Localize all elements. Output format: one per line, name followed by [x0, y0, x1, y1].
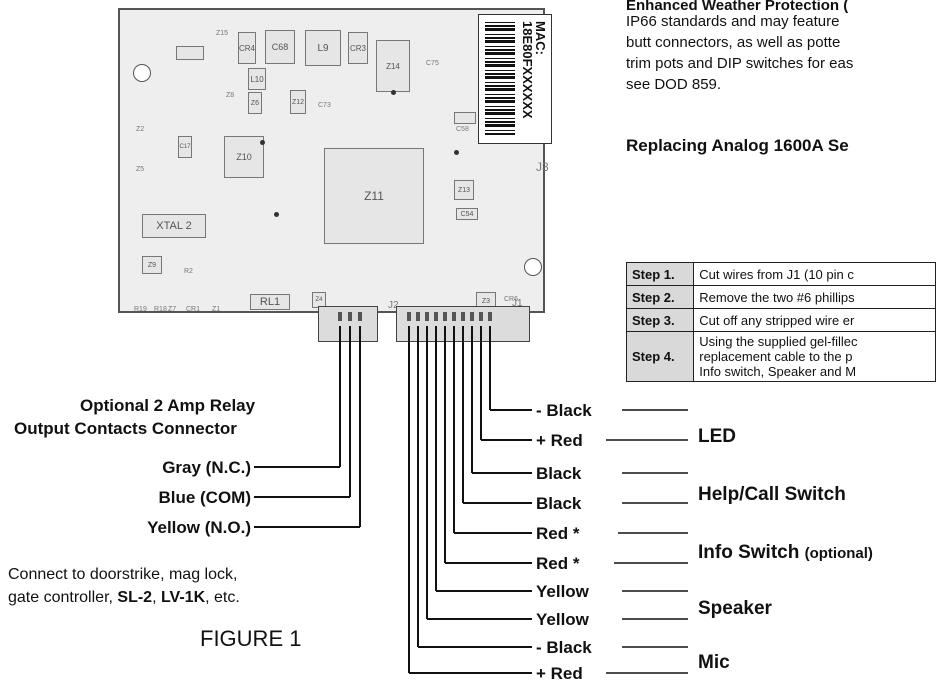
component-label: Z1 — [212, 306, 221, 313]
table-row: Step 4. Using the supplied gel-fillec re… — [625, 331, 936, 382]
mount-hole — [133, 64, 151, 82]
steps-table: Step 1. Cut wires from J1 (10 pin c Step… — [625, 262, 936, 382]
component — [176, 46, 204, 60]
para-line-3: trim pots and DIP switches for eas — [626, 55, 854, 72]
step-desc-line: Using the supplied gel-fillec — [699, 334, 858, 349]
j2-pin — [338, 312, 342, 321]
group-label-led: LED — [698, 426, 736, 447]
figure-label: FIGURE 1 — [200, 626, 302, 651]
component: Z11 — [324, 148, 424, 244]
group-label-help-call: Help/Call Switch — [698, 484, 846, 505]
section-title: Replacing Analog 1600A Se — [626, 136, 849, 155]
component: C17 — [178, 136, 192, 158]
j1-wire-label: Black — [536, 494, 582, 513]
j1-pin — [470, 312, 474, 321]
para-line-1: IP66 standards and may feature — [626, 13, 840, 30]
barcode-icon — [485, 21, 515, 135]
step-number: Step 3. — [625, 308, 695, 332]
component-label: Z7 — [168, 306, 177, 313]
j1-wire-label: Yellow — [536, 610, 589, 629]
j1-pin — [425, 312, 429, 321]
component-label: C75 — [426, 60, 439, 67]
j1-pin — [461, 312, 465, 321]
j1-pin — [407, 312, 411, 321]
j1-wire-label: Black — [536, 464, 582, 483]
component: Z12 — [290, 90, 306, 114]
j1-wire-label: - Black — [536, 638, 592, 657]
component-label: Z15 — [216, 30, 229, 37]
group-label-info-switch: Info Switch (optional) — [698, 542, 873, 563]
j1-wire-label: + Red — [536, 431, 583, 450]
group-label-speaker: Speaker — [698, 598, 772, 619]
j1-pin — [434, 312, 438, 321]
pin1-dot — [391, 90, 396, 95]
relay-title-line-1: Optional 2 Amp Relay — [80, 396, 256, 415]
step-description: Cut wires from J1 (10 pin c — [693, 262, 936, 286]
para-line-2: butt connectors, as well as potte — [626, 34, 841, 51]
pin1-dot — [260, 140, 265, 145]
connector-label-j2: J2 — [388, 300, 399, 311]
component-label: R19 — [134, 306, 147, 313]
j2-pin — [358, 312, 362, 321]
group-label-mic: Mic — [698, 652, 730, 673]
circuit-board: Z15 CR4 C68 L9 CR3 Z14 C75 L10 Z8 Z6 Z12… — [118, 8, 549, 313]
component: C68 — [265, 30, 295, 64]
para-line-4: see DOD 859. — [626, 76, 722, 93]
connector-label-j3: J3 — [536, 160, 549, 174]
j1-wire-label: Red * — [536, 524, 580, 543]
component: XTAL 2 — [142, 214, 206, 238]
component: RL1 — [250, 294, 290, 310]
component: L9 — [305, 30, 341, 66]
component-label: Z2 — [136, 126, 145, 133]
component: CR4 — [238, 32, 256, 64]
component-label: CR1 — [186, 306, 201, 313]
component-label: Z5 — [136, 166, 145, 173]
table-row: Step 3. Cut off any stripped wire er — [625, 308, 936, 332]
component: Z9 — [142, 256, 162, 274]
table-row: Step 2. Remove the two #6 phillips — [625, 285, 936, 309]
j1-pin — [452, 312, 456, 321]
relay-wire-gray: Gray (N.C.) — [162, 458, 251, 477]
component-label: R18 — [154, 306, 167, 313]
relay-note-line-2: gate controller, SL-2, LV-1K, etc. — [8, 589, 240, 606]
component-label: C73 — [318, 102, 331, 109]
j1-wire-label: - Black — [536, 401, 592, 420]
j1-pin — [488, 312, 492, 321]
step-desc-line: replacement cable to the p — [699, 349, 853, 364]
component-label: C58 — [456, 126, 469, 133]
component-label: Z8 — [226, 92, 235, 99]
pin1-dot — [274, 212, 279, 217]
j1-wire-label: Red * — [536, 554, 580, 573]
component: CR3 — [348, 32, 368, 64]
component-label: CR6 — [504, 296, 519, 303]
j1-wire-label: + Red — [536, 664, 583, 683]
component: L10 — [248, 68, 266, 90]
relay-title-line-2: Output Contacts Connector — [14, 419, 237, 438]
mac-label: MAC: 18E80FXXXXXX — [478, 14, 552, 144]
step-description: Using the supplied gel-fillec replacemen… — [693, 331, 936, 382]
weather-heading: Enhanced Weather Protection ( — [626, 0, 849, 14]
pin1-dot — [454, 150, 459, 155]
component: Z3 — [476, 292, 496, 310]
connector-label-j1: J1 — [512, 298, 523, 309]
j1-pin — [443, 312, 447, 321]
relay-wire-blue: Blue (COM) — [158, 488, 251, 507]
j1-wire-label: Yellow — [536, 582, 589, 601]
component-label: R2 — [184, 268, 193, 275]
j1-pin — [416, 312, 420, 321]
component: C54 — [456, 208, 478, 220]
component: Z13 — [454, 180, 474, 200]
step-desc-line: Info switch, Speaker and M — [699, 364, 857, 379]
j2-pin — [348, 312, 352, 321]
component: Z6 — [248, 92, 262, 114]
component: Z10 — [224, 136, 264, 178]
j1-pin — [479, 312, 483, 321]
mac-text: MAC: 18E80FXXXXXX — [520, 21, 548, 119]
step-number: Step 4. — [625, 331, 695, 382]
relay-wire-yellow: Yellow (N.O.) — [147, 518, 251, 537]
component — [454, 112, 476, 124]
relay-note-line-1: Connect to doorstrike, mag lock, — [8, 566, 238, 583]
mount-hole — [524, 258, 542, 276]
